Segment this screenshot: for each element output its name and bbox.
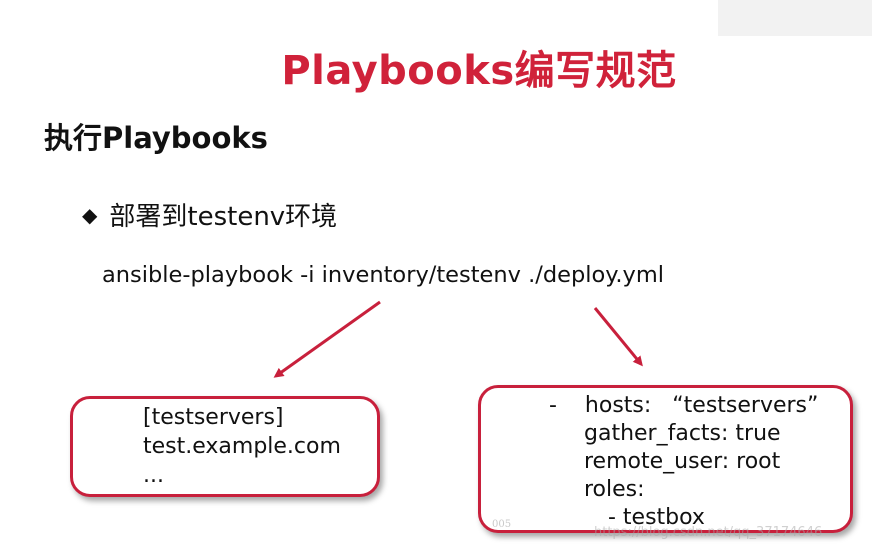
arrow-to-playbook: [593, 307, 643, 367]
top-right-corner-patch: [718, 0, 872, 36]
playbook-role-item-line: - testbox: [608, 505, 705, 530]
playbook-box: - hosts: “testservers” gather_facts: tru…: [478, 385, 853, 533]
inventory-box: [testservers] test.example.com ...: [70, 396, 380, 497]
inventory-host-line: test.example.com: [143, 434, 341, 459]
inventory-group-line: [testservers]: [143, 405, 284, 430]
playbook-hosts-line: - hosts: “testservers”: [549, 393, 819, 418]
playbook-gather-facts-line: gather_facts: true: [584, 421, 781, 446]
slide-title: Playbooks编写规范: [281, 48, 677, 94]
bullet-text: 部署到testenv环境: [109, 202, 338, 232]
diamond-bullet-icon: ◆: [82, 203, 98, 227]
watermark-text: https://blog.csdn.net/qq_37174646: [594, 525, 823, 540]
command-line: ansible-playbook -i inventory/testenv ./…: [102, 262, 665, 288]
playbook-remote-user-line: remote_user: root: [584, 449, 781, 474]
arrow-to-inventory: [273, 300, 381, 378]
inventory-ellipsis-line: ...: [143, 463, 164, 488]
section-heading: 执行Playbooks: [44, 121, 268, 155]
bullet-item: ◆ 部署到testenv环境: [82, 196, 337, 233]
playbook-roles-line: roles:: [584, 477, 645, 502]
slide-number: 005: [492, 519, 512, 530]
